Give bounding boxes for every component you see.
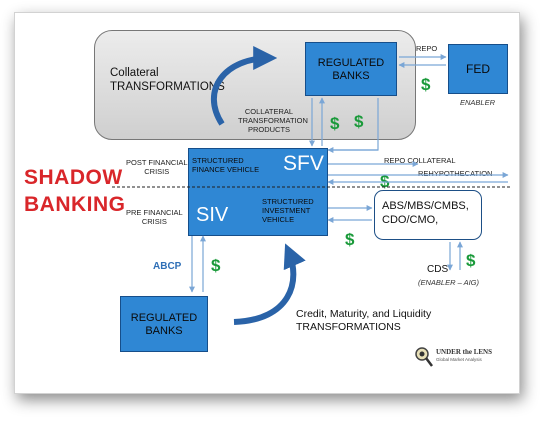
shadow-banking-line1: SHADOW xyxy=(24,166,123,189)
post-crisis-line2: CRISIS xyxy=(144,167,170,176)
logo-line2: Global Market Analysis xyxy=(436,357,482,362)
post-crisis-line1: POST FINANCIAL xyxy=(126,158,188,167)
fed-label: FED xyxy=(466,62,490,76)
siv-desc-line3: VEHICLE xyxy=(262,215,295,224)
collateral-label-line1: Collateral xyxy=(110,67,159,79)
siv-label: SIV xyxy=(196,204,229,226)
magnifier-icon xyxy=(415,347,433,367)
repo-label: REPO xyxy=(416,44,438,53)
credit-text-line2: TRANSFORMATIONS xyxy=(296,321,401,333)
collateral-label-line2: TRANSFORMATIONS xyxy=(110,81,225,93)
dollar-icon-fed: $ xyxy=(421,75,431,94)
post-financial-crisis-label: POST FINANCIAL CRISIS xyxy=(126,158,188,176)
dollar-icon-products-1: $ xyxy=(330,114,340,133)
siv-desc-line2: INVESTMENT xyxy=(262,206,311,215)
collateral-products-line1: COLLATERAL xyxy=(244,107,294,116)
shadow-banking-line2: BANKING xyxy=(24,193,126,216)
collateral-products-label: COLLATERAL TRANSFORMATION PRODUCTS xyxy=(238,107,308,134)
credit-curved-arrow xyxy=(233,243,306,325)
collateral-products-line2: TRANSFORMATION xyxy=(238,116,308,125)
regulated-banks-top-line1: REGULATED xyxy=(317,57,385,69)
sfv-desc-line1: STRUCTURED xyxy=(192,156,244,165)
shadow-banking-title: SHADOW BANKING xyxy=(24,164,126,218)
credit-text-line1: Credit, Maturity, and Liquidity xyxy=(296,308,432,320)
dollar-icon-cds: $ xyxy=(466,251,476,270)
cds-enabler-label: (ENABLER – AIG) xyxy=(418,278,479,287)
repo-collateral-label: REPO COLLATERAL xyxy=(384,156,456,165)
fed-enabler-label: ENABLER xyxy=(460,98,496,107)
sfv-description: STRUCTURED FINANCE VEHICLE xyxy=(192,156,259,174)
regulated-banks-bottom-line1: REGULATED xyxy=(130,312,198,324)
regulated-banks-top-line2: BANKS xyxy=(332,70,370,82)
abs-box-line2: CDO/CMO, xyxy=(382,214,439,226)
regulated-banks-top-box: REGULATED BANKS xyxy=(305,42,397,96)
collateral-curved-arrow xyxy=(210,46,278,126)
regulated-banks-bottom-box: REGULATED BANKS xyxy=(120,296,208,352)
pre-crisis-line2: CRISIS xyxy=(141,217,167,226)
dollar-icon-products-2: $ xyxy=(354,112,364,131)
pre-crisis-line1: PRE FINANCIAL xyxy=(126,208,183,217)
collateral-transformations-label: Collateral TRANSFORMATIONS xyxy=(110,66,225,94)
sfv-label: SFV xyxy=(283,152,324,175)
dollar-icon-abcp: $ xyxy=(211,256,221,275)
collateral-products-line3: PRODUCTS xyxy=(247,125,291,134)
siv-description: STRUCTURED INVESTMENT VEHICLE xyxy=(262,197,314,224)
cds-label: CDS xyxy=(427,264,449,275)
logo-line1: UNDER the LENS xyxy=(436,348,493,356)
under-the-lens-logo: UNDER the LENS Global Market Analysis xyxy=(414,346,494,368)
siv-desc-line1: STRUCTURED xyxy=(262,197,314,206)
repo-collateral-line xyxy=(328,98,379,151)
regulated-banks-bottom-line2: BANKS xyxy=(145,325,183,337)
sfv-siv-box xyxy=(188,148,328,236)
credit-maturity-liquidity-label: Credit, Maturity, and Liquidity TRANSFOR… xyxy=(296,308,431,334)
abs-mbs-box: ABS/MBS/CMBS, CDO/CMO, xyxy=(374,190,482,240)
sfv-desc-line2: FINANCE VEHICLE xyxy=(192,165,260,174)
pre-financial-crisis-label: PRE FINANCIAL CRISIS xyxy=(126,208,183,226)
abs-box-line1: ABS/MBS/CMBS, xyxy=(382,200,469,212)
dollar-icon-abs: $ xyxy=(345,230,355,249)
fed-box: FED xyxy=(448,44,508,94)
abcp-label: ABCP xyxy=(153,261,182,272)
rehypothecation-label: REHYPOTHECATION xyxy=(418,169,493,178)
